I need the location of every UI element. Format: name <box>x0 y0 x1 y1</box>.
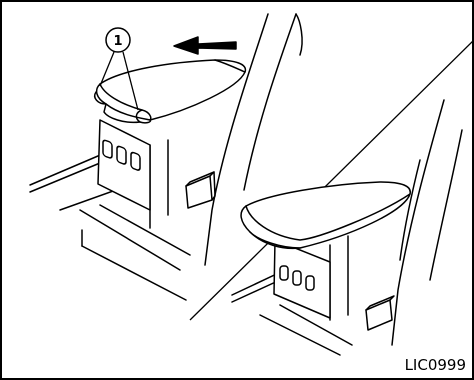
lower-button-3 <box>306 276 314 290</box>
figure-id-label: LIC0999 <box>405 356 466 374</box>
lower-button-2 <box>293 271 301 285</box>
upper-button-1 <box>103 139 112 158</box>
upper-button-3 <box>131 152 140 171</box>
callout-number: 1 <box>113 34 122 49</box>
lower-button-1 <box>280 266 288 280</box>
upper-button-2 <box>117 146 126 165</box>
